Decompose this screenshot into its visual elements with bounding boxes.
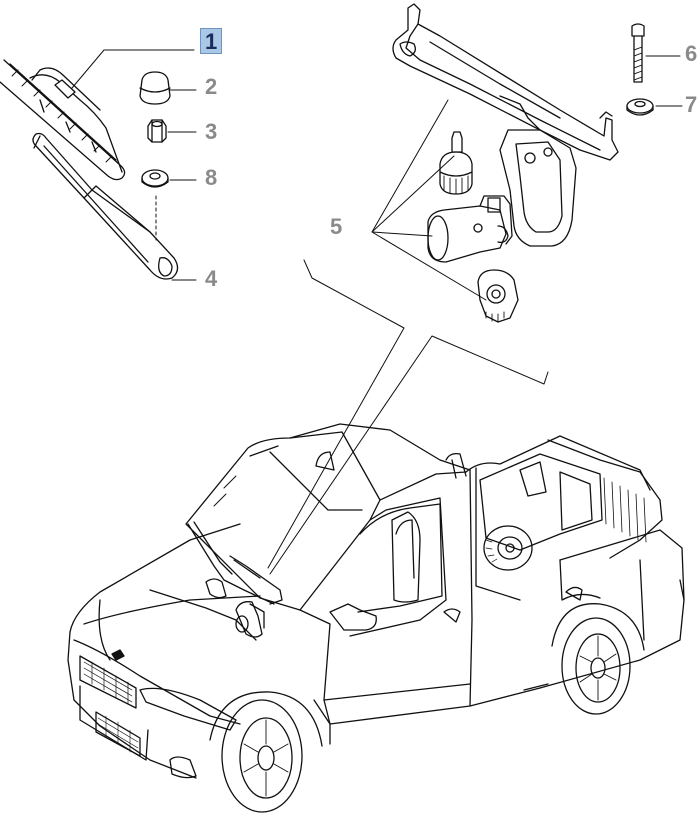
washer-part-8 [142, 170, 168, 240]
callout-3: 3 [205, 119, 218, 144]
callout-7: 7 [685, 92, 698, 117]
callout-2: 2 [205, 74, 218, 99]
callout-6: 6 [685, 41, 698, 66]
callout-5: 5 [330, 214, 343, 239]
pickup-truck-drawing [68, 424, 684, 812]
nut-part [148, 120, 166, 142]
wiper-motor-part [428, 196, 512, 262]
wiper-linkage-frame [393, 4, 618, 246]
leader-lines [72, 50, 682, 574]
wiper-blade-part [0, 60, 125, 180]
bolt-part [632, 24, 644, 82]
motor-bracket-part [478, 270, 518, 322]
callout-4: 4 [205, 266, 218, 291]
gear-shaft-part [440, 132, 472, 194]
callout-8: 8 [205, 165, 218, 190]
washer-part-7 [627, 99, 653, 115]
cap-part [140, 72, 170, 104]
wiper-arm-part [33, 134, 178, 280]
callout-1: 1 [200, 28, 223, 54]
